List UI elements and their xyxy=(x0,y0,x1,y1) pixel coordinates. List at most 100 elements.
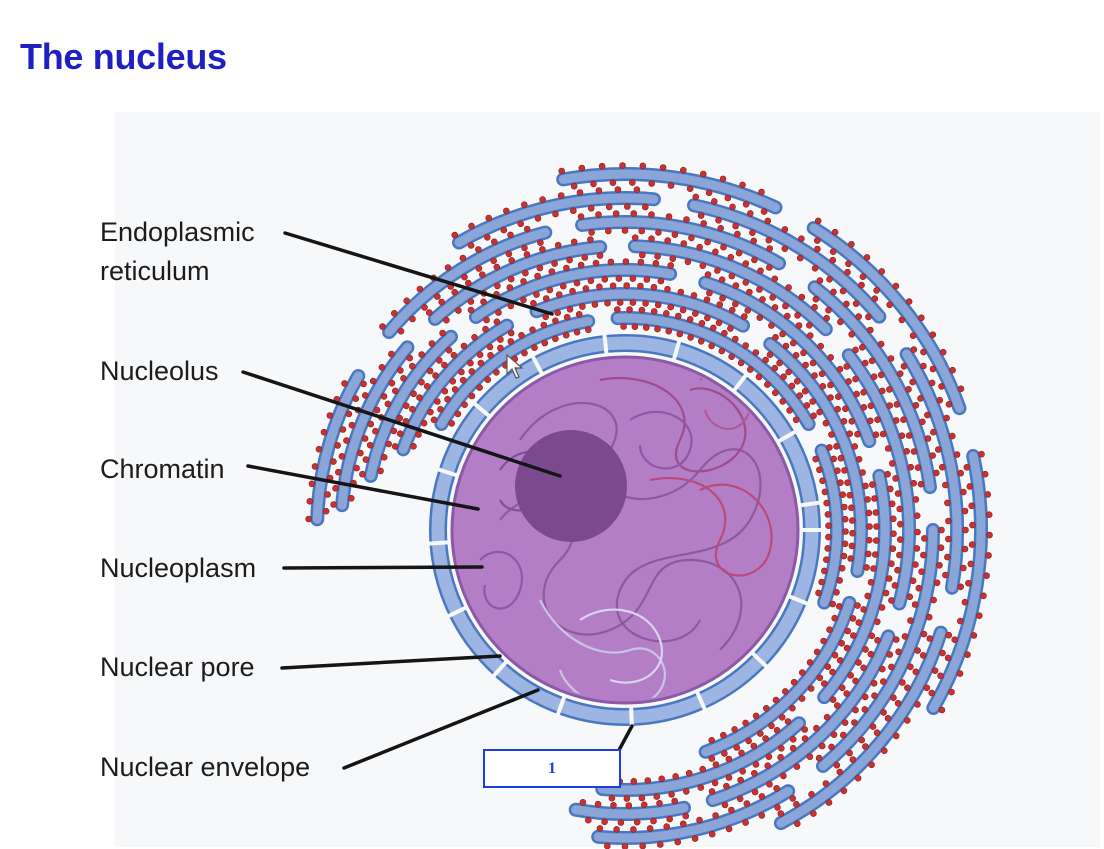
nuclear-pore xyxy=(602,332,609,356)
ribosome xyxy=(825,306,832,314)
er-lumen xyxy=(593,786,793,843)
ribosome xyxy=(779,398,787,405)
ribosome xyxy=(870,373,878,381)
ribosome xyxy=(888,597,895,604)
ribosome xyxy=(928,689,936,697)
ribosome xyxy=(409,405,416,413)
nuclear-pore xyxy=(629,705,634,728)
leader-nuclear-pore xyxy=(280,654,502,670)
ribosome xyxy=(848,417,856,425)
ribosome xyxy=(826,275,833,283)
ribosome xyxy=(612,210,620,217)
ribosome xyxy=(425,309,433,316)
ribosome xyxy=(604,299,611,307)
ribosome xyxy=(751,788,759,796)
ribosome xyxy=(848,542,856,550)
ribosome xyxy=(752,712,760,720)
ribosome xyxy=(756,286,763,293)
ribosome xyxy=(929,365,937,373)
ribosome xyxy=(648,180,656,187)
ribosome xyxy=(831,228,839,236)
ribosome xyxy=(831,614,839,622)
ribosome xyxy=(831,651,839,659)
ribosome xyxy=(772,333,779,341)
ribosome xyxy=(978,450,985,458)
ribosome xyxy=(822,419,830,427)
ribosome xyxy=(855,455,863,463)
ribosome xyxy=(594,800,602,808)
ribosome xyxy=(495,309,502,316)
ribosome xyxy=(789,704,796,712)
ribosome xyxy=(868,761,875,769)
ribosome xyxy=(912,401,920,409)
ribosome xyxy=(341,380,348,387)
ribosome xyxy=(534,215,542,222)
ribosome xyxy=(441,387,449,395)
er-lumen xyxy=(817,446,842,607)
ribosome xyxy=(895,648,902,656)
ribosome xyxy=(968,502,976,510)
ribosome xyxy=(905,385,912,393)
ribosome xyxy=(764,762,772,770)
ribosome xyxy=(566,256,573,264)
ribosome xyxy=(764,217,772,225)
ribosome xyxy=(441,361,448,369)
ribosome xyxy=(981,470,989,478)
er-lumen xyxy=(436,316,593,429)
ribosome xyxy=(855,619,863,626)
ribosome xyxy=(725,774,733,781)
ribosome xyxy=(833,761,841,769)
ribosome xyxy=(822,556,830,564)
ribosome xyxy=(820,567,828,575)
ribosome xyxy=(742,342,750,349)
ribosome xyxy=(813,237,821,244)
ribosome xyxy=(961,545,969,553)
ribosome xyxy=(654,253,661,260)
ribosome xyxy=(708,788,716,795)
ribosome xyxy=(642,300,649,307)
ribosome xyxy=(330,458,337,465)
ribosome xyxy=(421,304,428,311)
ribosome xyxy=(780,373,787,381)
ribosome xyxy=(906,593,914,601)
ribosome xyxy=(546,286,554,294)
ribosome xyxy=(864,496,871,503)
ribosome xyxy=(361,392,369,399)
ribosome xyxy=(937,544,945,552)
ribosome xyxy=(493,318,501,326)
ribosome xyxy=(418,378,425,386)
er-lumen xyxy=(708,631,893,805)
ribosome xyxy=(410,442,417,450)
ribosome xyxy=(542,313,550,321)
ribosome xyxy=(529,326,536,334)
ribosome xyxy=(785,284,792,291)
er-lumen xyxy=(819,471,890,702)
ribosome xyxy=(818,370,826,378)
ribosome xyxy=(776,359,783,367)
ribosome xyxy=(757,267,764,275)
ribosome xyxy=(822,780,830,787)
ribosome xyxy=(490,238,498,246)
ribosome xyxy=(960,564,967,572)
ribosome xyxy=(878,665,886,673)
ribosome xyxy=(721,329,728,337)
ribosome xyxy=(596,283,603,291)
ribosome xyxy=(609,282,617,290)
ribosome xyxy=(806,659,814,666)
ribosome xyxy=(552,317,559,325)
ribosome xyxy=(377,467,384,475)
ribosome xyxy=(816,277,824,284)
ribosome xyxy=(945,631,953,639)
ribosome xyxy=(451,386,459,393)
ribosome xyxy=(563,313,571,321)
ribosome xyxy=(682,788,690,795)
ribosome xyxy=(805,321,813,329)
ribosome xyxy=(840,787,848,795)
ribosome xyxy=(746,288,753,296)
page-number-box[interactable]: 1 xyxy=(483,749,621,788)
ribosome xyxy=(861,706,869,713)
ribosome xyxy=(792,416,800,424)
ribosome xyxy=(920,348,927,356)
ribosome xyxy=(925,613,933,621)
